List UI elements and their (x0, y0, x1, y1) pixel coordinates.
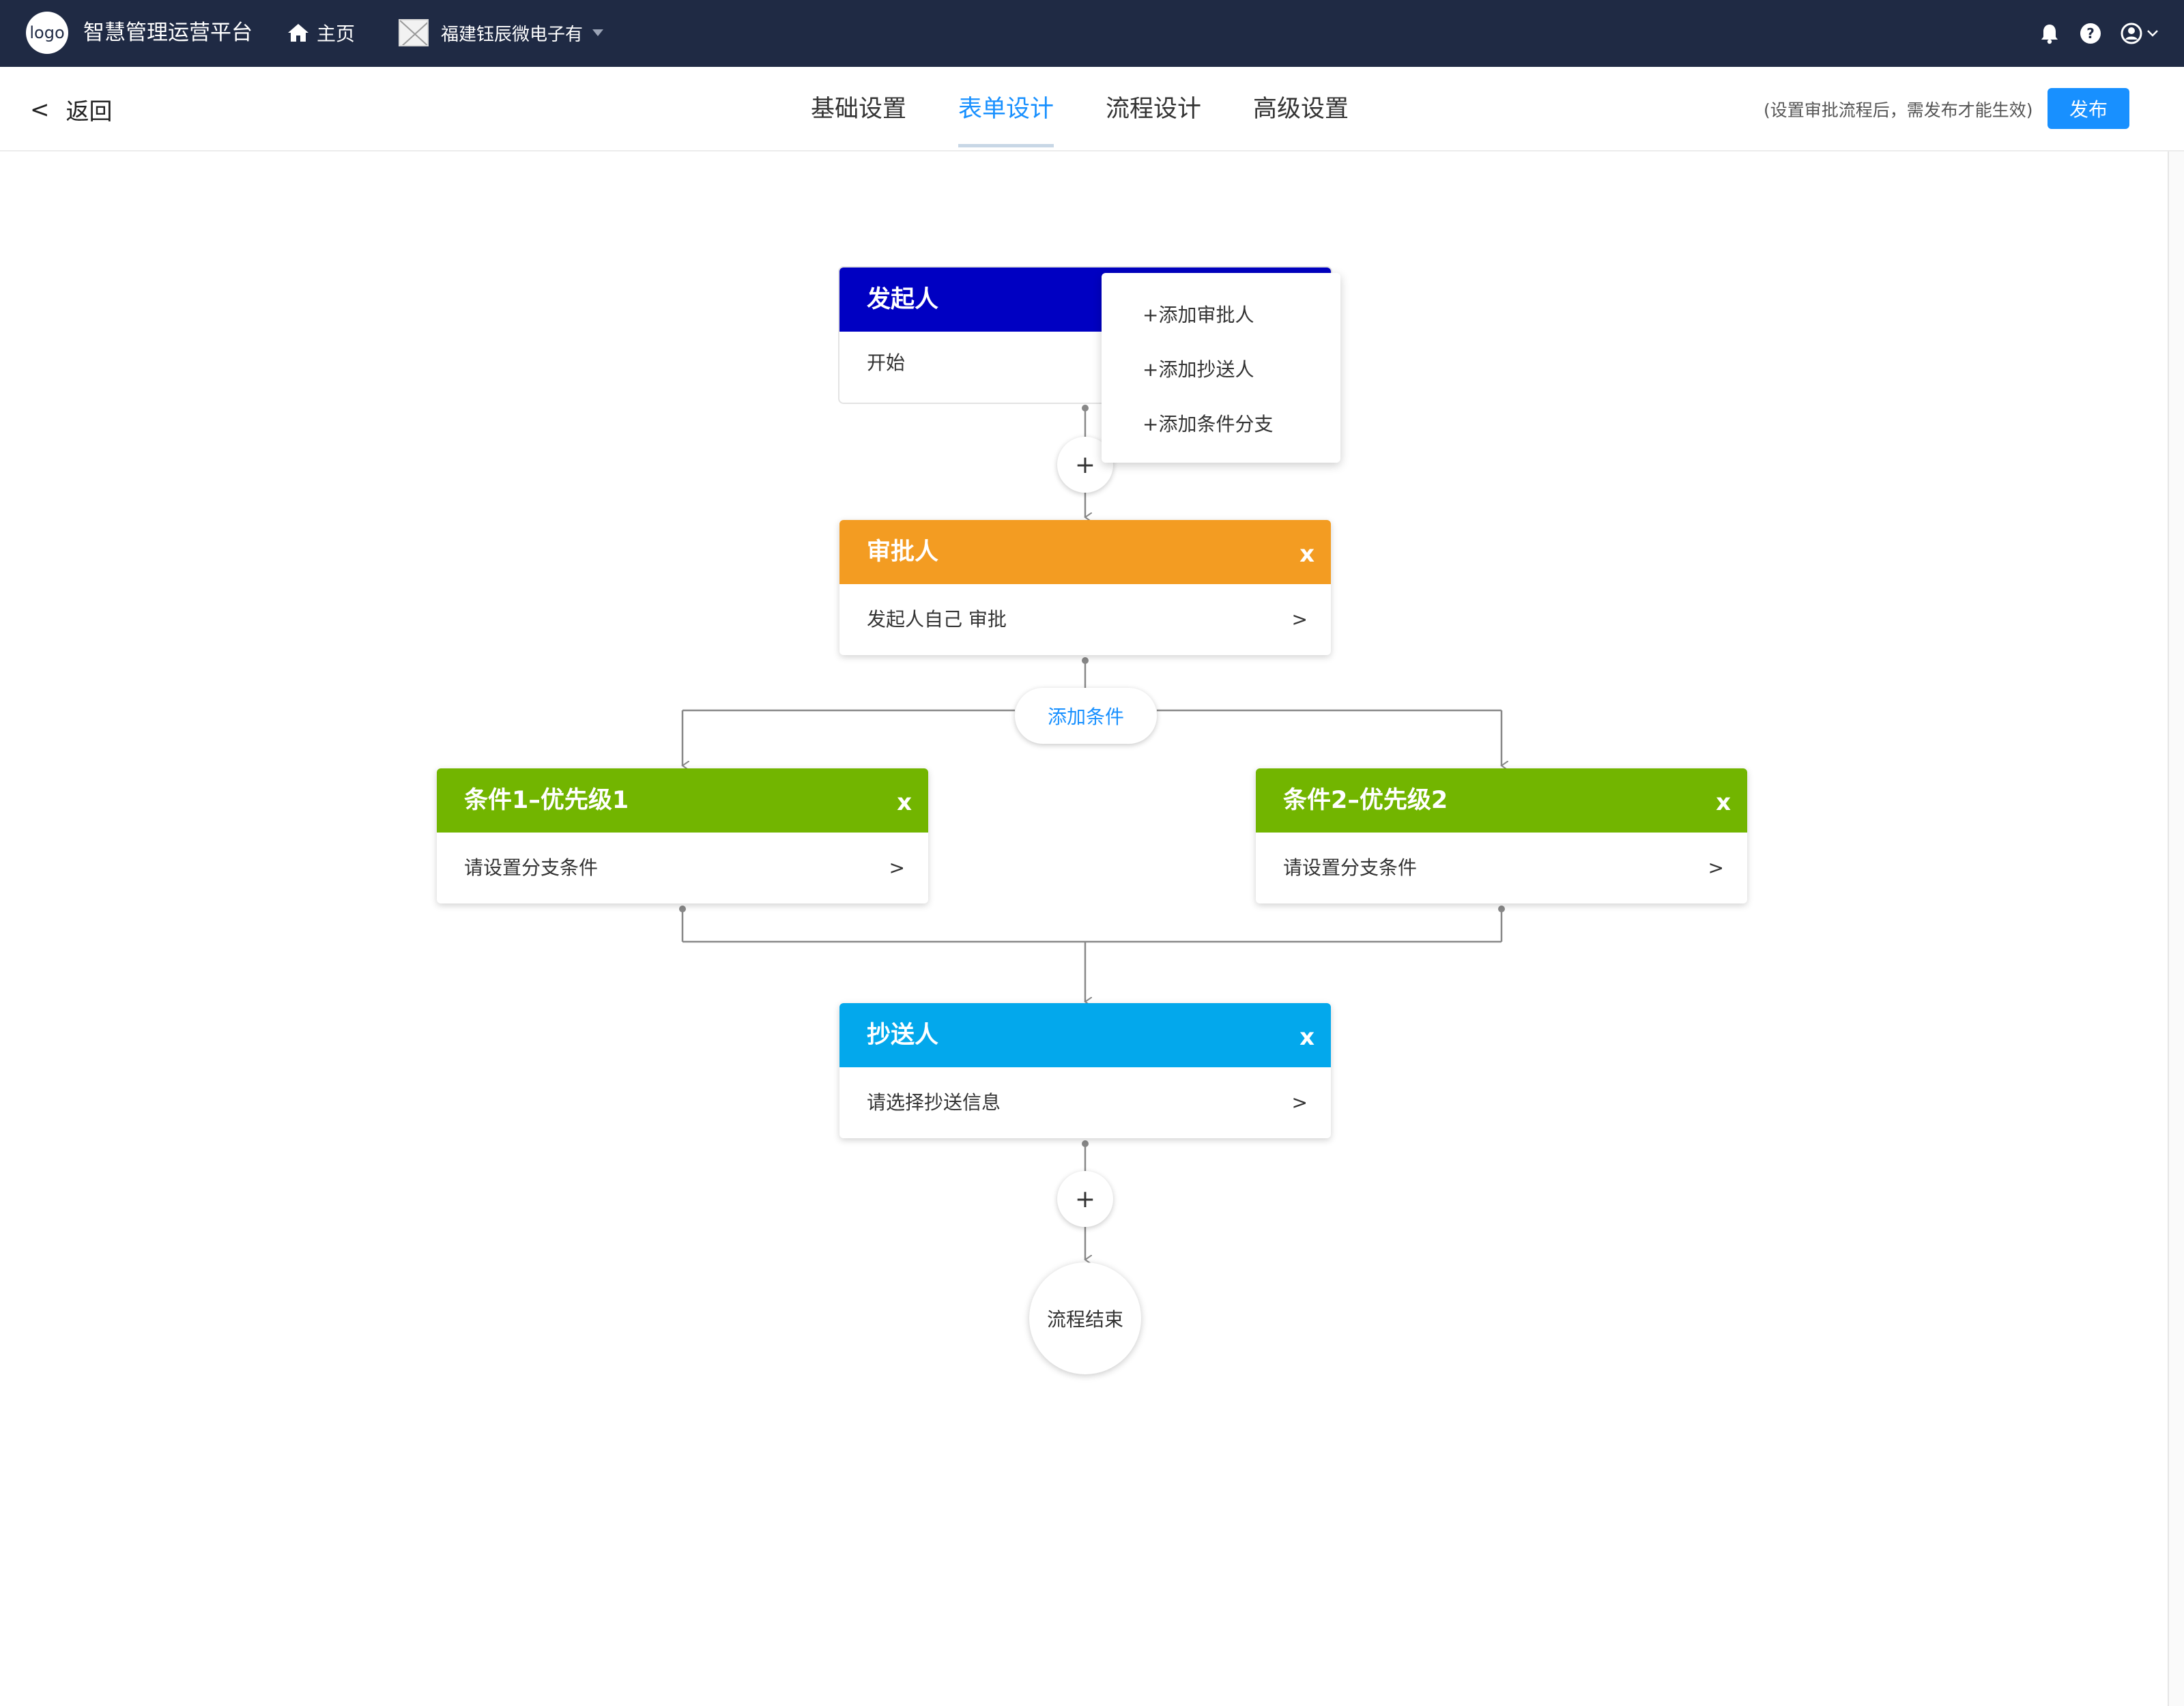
condition-2-chevron-right-icon: > (1708, 856, 1724, 879)
add-condition-button[interactable]: 添加条件 (1015, 688, 1157, 744)
condition-1-chevron-right-icon: > (889, 856, 905, 879)
add-node-popup-menu: +添加审批人 +添加抄送人 +添加条件分支 (1102, 273, 1340, 463)
condition-node-2-header: 条件2–优先级2 x (1256, 768, 1747, 833)
home-link[interactable]: 主页 (287, 16, 355, 49)
tab-basic-settings[interactable]: 基础设置 (811, 96, 907, 123)
approver-node-header: 审批人 x (839, 520, 1331, 584)
approver-node[interactable]: 审批人 x 发起人自己 审批 > (839, 520, 1331, 655)
cc-node-header: 抄送人 x (839, 1003, 1331, 1067)
platform-title: 智慧管理运营平台 (83, 20, 253, 45)
back-button[interactable]: < 返回 (30, 93, 113, 126)
approver-node-text: 发起人自己 审批 (867, 608, 1007, 631)
condition-2-close-icon[interactable]: x (1716, 789, 1731, 816)
condition-node-1-title: 条件1–优先级1 (464, 787, 629, 814)
tab-advanced-settings[interactable]: 高级设置 (1253, 96, 1349, 123)
tab-form-design[interactable]: 表单设计 (932, 87, 1080, 149)
condition-node-1-header: 条件1–优先级1 x (437, 768, 928, 833)
company-image-placeholder-icon (399, 19, 429, 46)
caret-down-icon (592, 29, 604, 36)
initiator-node-body: 开始 (839, 332, 1331, 401)
add-node-button-bottom[interactable]: + (1057, 1171, 1113, 1227)
cc-node-title: 抄送人 (867, 1022, 939, 1049)
cc-chevron-right-icon: > (1291, 1091, 1308, 1114)
condition-node-1-text: 请设置分支条件 (464, 856, 599, 879)
home-icon (288, 24, 308, 42)
top-right-icons: ? (2038, 18, 2159, 49)
top-navbar: logo 智慧管理运营平台 主页 福建钰辰微电子有 ? (0, 0, 2184, 67)
menu-item-add-condition-branch[interactable]: +添加条件分支 (1143, 413, 1274, 435)
condition-node-2[interactable]: 条件2–优先级2 x 请设置分支条件 > (1256, 768, 1747, 903)
cc-node[interactable]: 抄送人 x 请选择抄送信息 > (839, 1003, 1331, 1138)
tab-flow-design[interactable]: 流程设计 (1106, 96, 1202, 123)
publish-hint: (设置审批流程后，需发布才能生效) (1764, 100, 2033, 120)
condition-1-close-icon[interactable]: x (897, 789, 912, 816)
initiator-node-title: 发起人 (867, 286, 939, 313)
approver-close-icon[interactable]: x (1299, 540, 1314, 568)
publish-button[interactable]: 发布 (2048, 88, 2129, 129)
cc-close-icon[interactable]: x (1299, 1024, 1314, 1051)
bell-icon[interactable] (2038, 22, 2061, 45)
approver-node-body[interactable]: 发起人自己 审批 > (839, 584, 1331, 655)
flow-end-node: 流程结束 (1029, 1262, 1141, 1374)
condition-node-2-text: 请设置分支条件 (1283, 856, 1418, 879)
logo[interactable]: logo (26, 12, 68, 54)
approver-node-title: 审批人 (867, 538, 939, 566)
condition-node-1-body[interactable]: 请设置分支条件 > (437, 833, 928, 903)
initiator-node-text: 开始 (867, 351, 906, 374)
vertical-scrollbar[interactable] (2168, 151, 2184, 1706)
condition-node-2-title: 条件2–优先级2 (1283, 787, 1448, 814)
approver-chevron-right-icon: > (1291, 608, 1308, 631)
sub-header: < 返回 基础设置 表单设计 流程设计 高级设置 (设置审批流程后，需发布才能生… (0, 67, 2184, 151)
company-select[interactable]: 福建钰辰微电子有 (399, 16, 604, 49)
user-icon (2121, 23, 2142, 44)
menu-item-add-cc[interactable]: +添加抄送人 (1143, 358, 1254, 381)
help-icon[interactable]: ? (2079, 22, 2102, 45)
menu-item-add-approver[interactable]: +添加审批人 (1143, 304, 1254, 326)
home-label: 主页 (317, 23, 356, 45)
cc-node-body[interactable]: 请选择抄送信息 > (839, 1067, 1331, 1138)
chevron-left-icon: < (30, 96, 50, 124)
back-label: 返回 (66, 98, 113, 126)
condition-node-1[interactable]: 条件1–优先级1 x 请设置分支条件 > (437, 768, 928, 903)
user-menu[interactable] (2120, 22, 2159, 45)
condition-node-2-body[interactable]: 请设置分支条件 > (1256, 833, 1747, 903)
cc-node-text: 请选择抄送信息 (867, 1091, 1001, 1114)
chevron-down-icon (2147, 30, 2158, 37)
svg-text:?: ? (2086, 25, 2095, 42)
tab-bar: 基础设置 表单设计 流程设计 高级设置 (785, 87, 1375, 149)
company-name: 福建钰辰微电子有 (441, 24, 586, 45)
